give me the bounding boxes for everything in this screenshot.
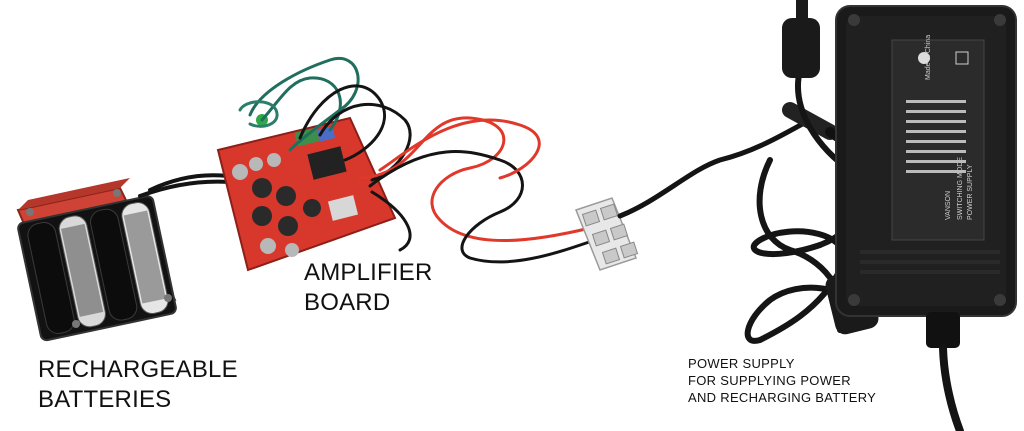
label-power-supply: POWER SUPPLY FOR SUPPLYING POWER AND REC…	[688, 355, 876, 406]
power-supply-brick: VANSON SWITCHING MODE POWER SUPPLY Made …	[835, 5, 1017, 317]
dc-cable	[617, 102, 857, 219]
label-power-line1: POWER SUPPLY	[688, 356, 795, 371]
supply-wires	[358, 116, 597, 264]
label-amplifier-board: AMPLIFIER BOARD	[304, 258, 433, 318]
signal-wires	[238, 56, 412, 182]
psu-type-text: POWER SUPPLY	[967, 164, 974, 220]
psu-model-text: SWITCHING MODE	[957, 157, 964, 220]
label-batteries-line1: RECHARGEABLE	[38, 356, 238, 383]
battery-pack	[16, 178, 177, 342]
psu-brand-text: VANSON	[945, 191, 952, 220]
label-amplifier-line2: BOARD	[304, 289, 391, 316]
label-power-line3: AND RECHARGING BATTERY	[688, 390, 877, 405]
ac-cord	[926, 312, 964, 431]
label-power-line2: FOR SUPPLYING POWER	[688, 373, 851, 388]
label-rechargeable-batteries: RECHARGEABLE BATTERIES	[38, 355, 238, 415]
label-amplifier-line1: AMPLIFIER	[304, 259, 433, 286]
label-batteries-line2: BATTERIES	[38, 386, 172, 413]
terminal-block	[575, 197, 639, 271]
